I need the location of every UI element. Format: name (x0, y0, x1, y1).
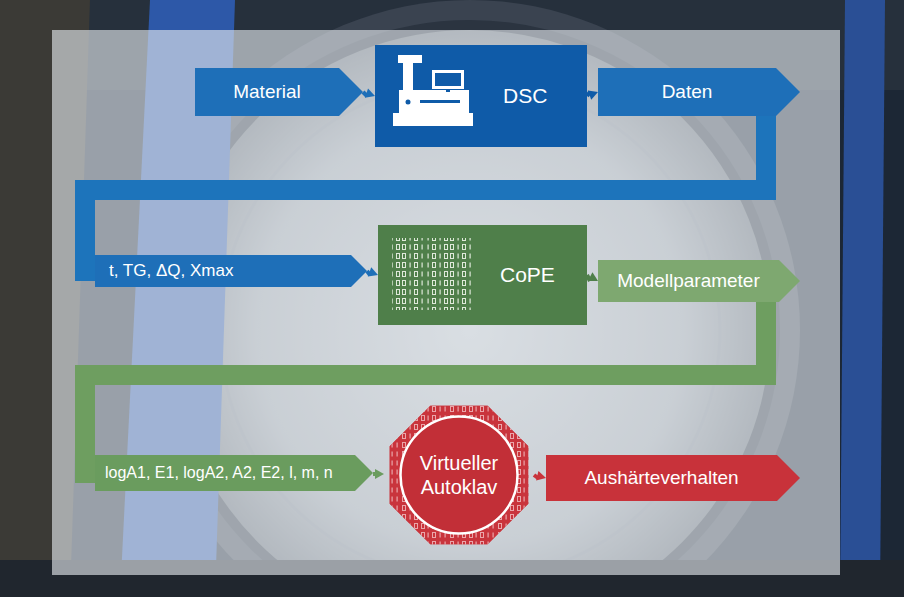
node-label: Material (233, 81, 301, 104)
node-label: DSC (503, 83, 547, 108)
box-shape (375, 45, 587, 147)
box-shape (378, 225, 587, 325)
flow-arrow (587, 90, 598, 99)
result-arrow: Aushärteverhalten (546, 455, 800, 501)
node-label: logA1, E1, logA2, A2, E2, l, m, n (105, 463, 333, 482)
process-box: CoPE (378, 225, 587, 325)
node-label: Modellparameter (617, 270, 760, 293)
parameter-arrow: t, TG, ΔQ, Xmax (95, 255, 367, 287)
node-label: t, TG, ΔQ, Xmax (109, 261, 233, 281)
flow-arrow (587, 272, 598, 281)
input-arrow: Material (195, 68, 363, 116)
node-label: Aushärteverhalten (584, 467, 738, 490)
node-label: CoPE (500, 262, 555, 287)
parameter-arrow: logA1, E1, logA2, A2, E2, l, m, n (95, 455, 373, 491)
flow-arrow (534, 471, 546, 481)
flow-arrow (363, 88, 375, 97)
node-label: Daten (662, 81, 713, 104)
flow-arrow (373, 469, 384, 479)
octagon-outline (384, 396, 534, 554)
output-arrow: Modellparameter (598, 260, 800, 302)
simulation-octagon: Virtueller Autoklav (384, 396, 534, 554)
output-arrow: Daten (598, 68, 800, 116)
process-box: DSC (375, 45, 587, 147)
node-label: Virtueller Autoklav (403, 451, 515, 499)
flow-arrow (367, 267, 378, 276)
